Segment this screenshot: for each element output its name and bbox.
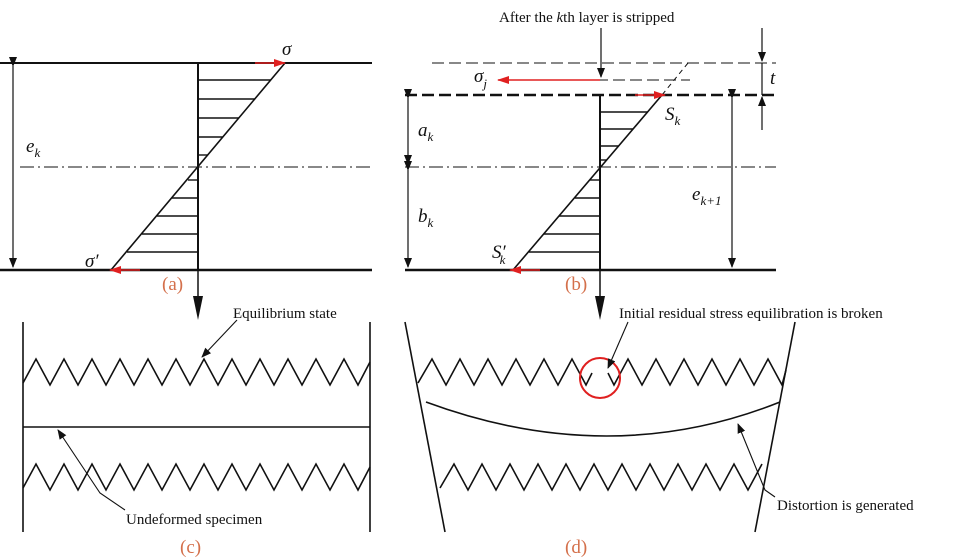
sigma-prime-label: σ′ bbox=[85, 251, 99, 272]
upper-spring-c bbox=[22, 357, 371, 387]
undeformed-specimen-label: Undeformed specimen bbox=[126, 512, 263, 528]
stress-distribution-line bbox=[110, 62, 286, 271]
right-wall-d bbox=[754, 321, 796, 533]
lower-spring-c bbox=[22, 462, 371, 492]
panel-label-c: (c) bbox=[180, 537, 201, 558]
undeformed-leader bbox=[57, 429, 126, 511]
broken-leader bbox=[607, 321, 629, 369]
panel-b bbox=[404, 28, 776, 320]
removed-stress-extension bbox=[661, 62, 689, 96]
bk-label: bk bbox=[418, 206, 434, 230]
title-after-kth-layer: After the kth layer is stripped bbox=[499, 10, 675, 26]
ak-label: ak bbox=[418, 120, 434, 144]
upper-spring-d-right bbox=[607, 357, 787, 388]
stress-hatching-bottom bbox=[127, 179, 198, 253]
panel-c bbox=[22, 319, 371, 532]
left-wall-d bbox=[404, 321, 446, 533]
sk-label: Sk bbox=[665, 104, 681, 128]
panel-label-a: (a) bbox=[162, 274, 183, 295]
sigma-j-label: σj bbox=[474, 66, 487, 91]
equilibrium-leader bbox=[201, 319, 238, 358]
upper-spring-d-left bbox=[417, 357, 593, 387]
distorted-specimen-curve bbox=[425, 401, 781, 437]
stress-hatching-top-b bbox=[600, 111, 648, 161]
stress-distribution-line-b bbox=[512, 94, 663, 271]
distortion-leader bbox=[737, 423, 776, 498]
distortion-label: Distortion is generated bbox=[777, 498, 914, 514]
ek1-label: ek+1 bbox=[692, 184, 721, 208]
sigma-label: σ bbox=[282, 39, 292, 60]
down-arrow-head-a bbox=[193, 296, 203, 320]
stress-hatching-bottom-b bbox=[529, 179, 600, 253]
t-label: t bbox=[770, 68, 776, 89]
lower-spring-d bbox=[439, 462, 763, 492]
panel-d bbox=[404, 321, 796, 533]
sk-prime-label: S′k bbox=[492, 242, 507, 267]
down-arrow-head-b bbox=[595, 296, 605, 320]
equilibrium-state-label: Equilibrium state bbox=[233, 306, 337, 322]
broken-equilibrium-circle bbox=[579, 357, 621, 399]
panel-label-b: (b) bbox=[565, 274, 587, 295]
panel-label-d: (d) bbox=[565, 537, 587, 558]
stress-hatching-top bbox=[198, 79, 271, 156]
panel-a bbox=[0, 57, 372, 320]
broken-equilibrium-label: Initial residual stress equilibration is… bbox=[619, 306, 883, 322]
ek-label: ek bbox=[26, 136, 40, 160]
